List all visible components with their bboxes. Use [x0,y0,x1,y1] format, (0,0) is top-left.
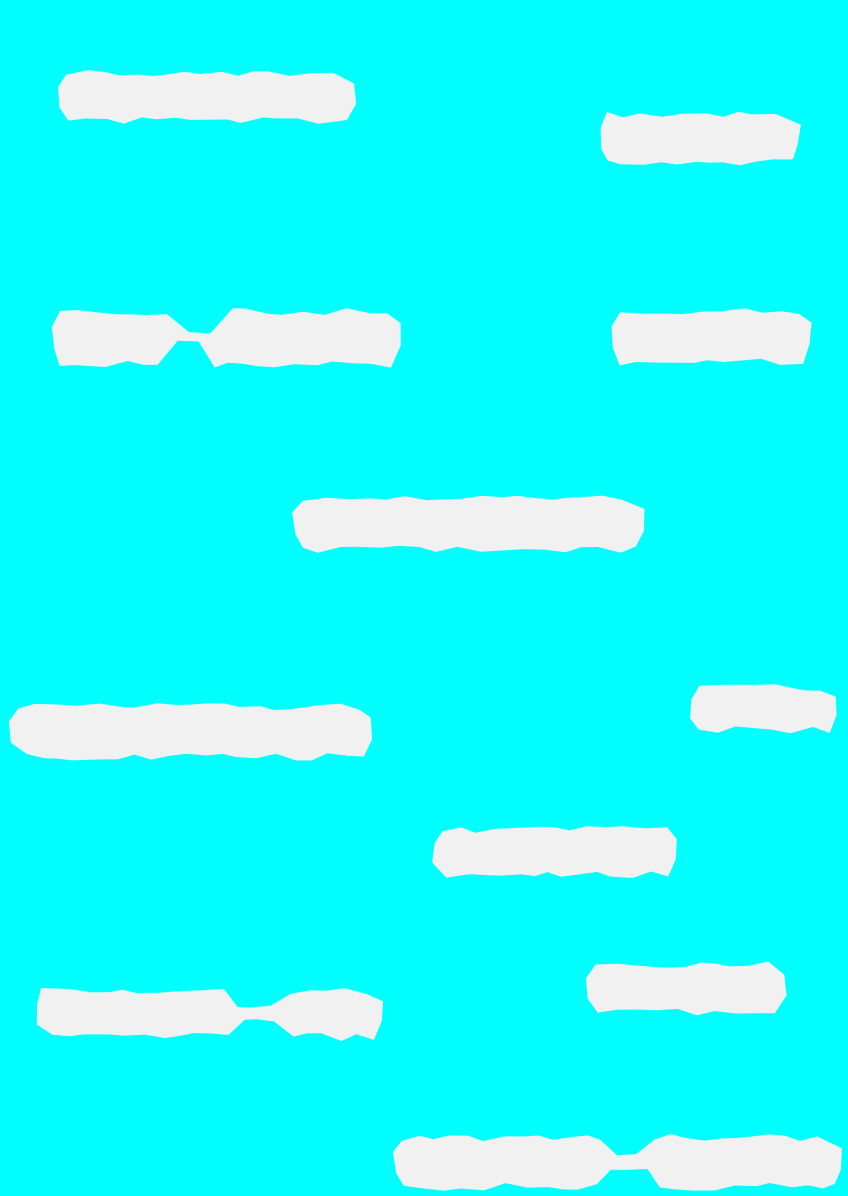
blurred-text-block-5 [292,495,645,553]
blurred-text-block-2 [600,111,801,166]
blurred-text-block-9 [586,961,787,1016]
blurred-text-block-3 [51,308,401,368]
blurred-text-block-10 [36,988,384,1041]
blurred-text-block-6 [8,703,373,761]
blurred-text-block-1 [58,70,357,124]
blurred-text-block-4 [611,308,812,366]
blurred-text-block-11 [392,1134,842,1191]
blurred-text-block-7 [690,684,837,734]
blurred-text-block-8 [432,826,677,878]
